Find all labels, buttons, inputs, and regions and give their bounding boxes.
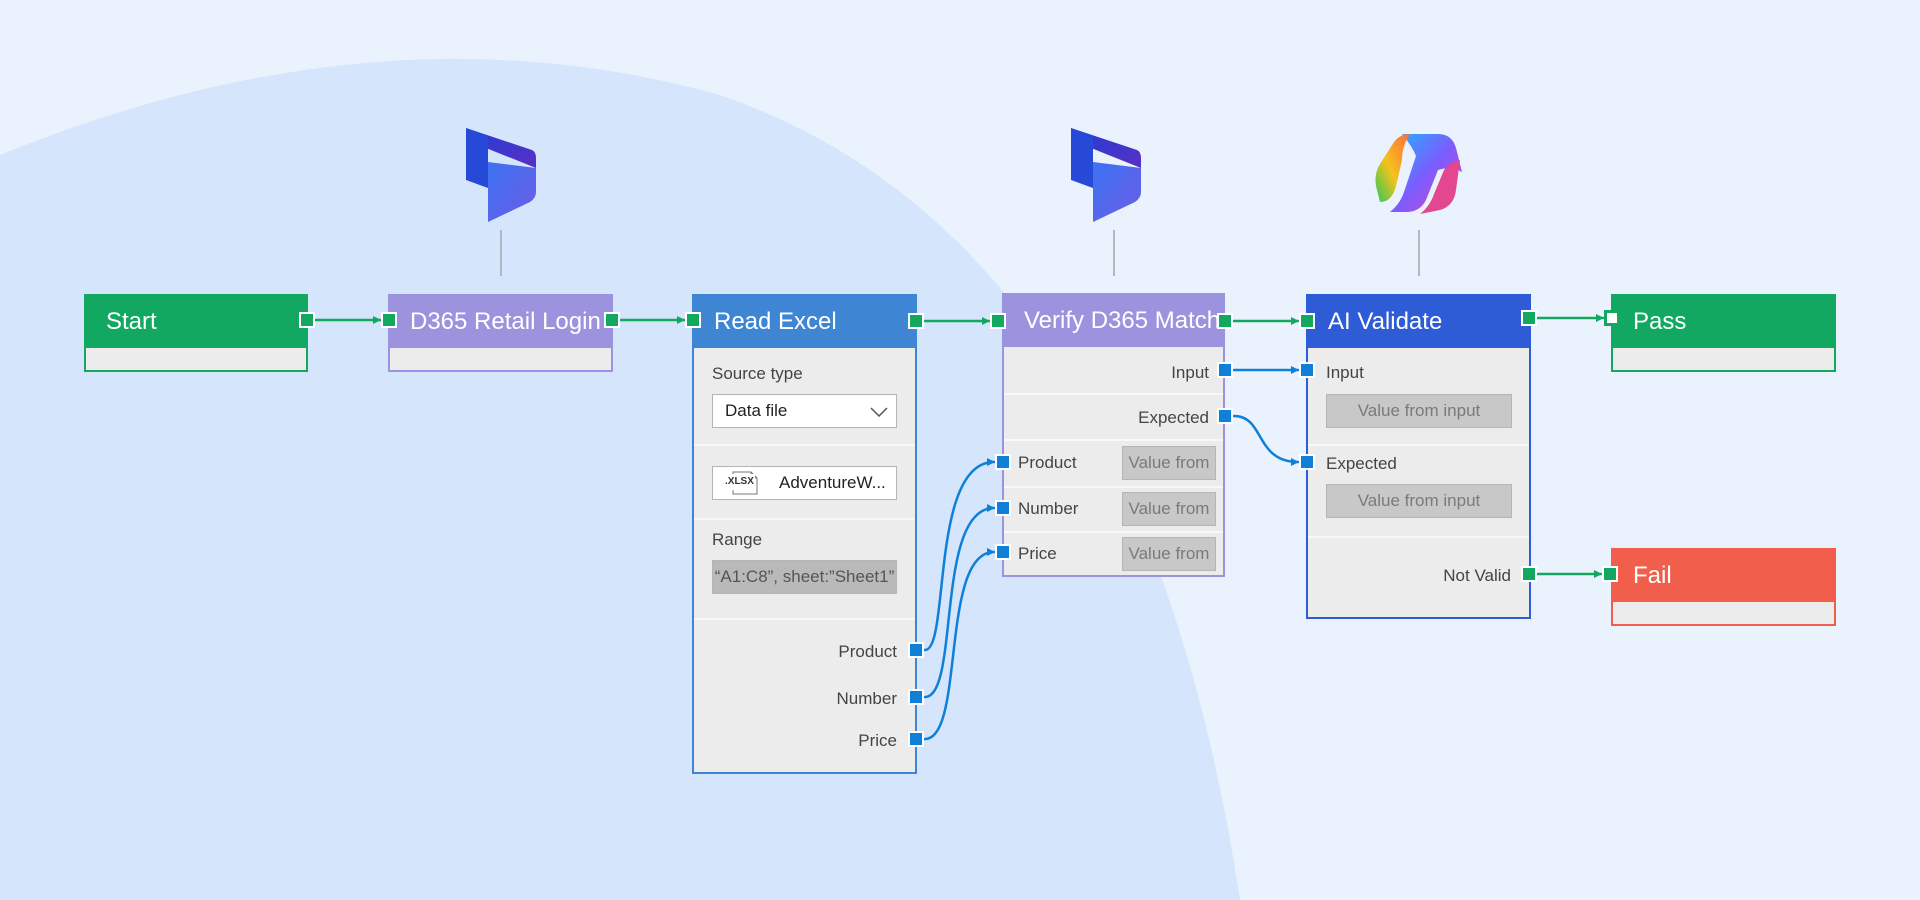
- pass-node-title: Pass: [1613, 296, 1834, 348]
- read-excel-title: Read Excel: [694, 296, 915, 348]
- verify-expected-out-port[interactable]: [1217, 408, 1233, 424]
- d365-login-node[interactable]: D365 Retail Login: [388, 294, 613, 372]
- verify-product-value[interactable]: Value from: [1122, 446, 1216, 480]
- dynamics-365-icon: [1071, 128, 1141, 222]
- ai-validate-title: AI Validate: [1308, 296, 1529, 348]
- fail-input-port[interactable]: [1602, 566, 1618, 582]
- verify-input-port[interactable]: [990, 313, 1006, 329]
- dynamics-365-icon: [466, 128, 536, 222]
- excel-output-product-label: Product: [838, 642, 897, 661]
- verify-stem: [1113, 230, 1115, 276]
- verify-output-port[interactable]: [1217, 313, 1233, 329]
- verify-input-product-label: Product: [1018, 453, 1077, 472]
- excel-input-port[interactable]: [685, 312, 701, 328]
- ai-input-port[interactable]: [1299, 313, 1315, 329]
- ai-input-label: Input: [1326, 363, 1364, 382]
- source-type-select[interactable]: Data file: [712, 394, 897, 428]
- pass-input-port[interactable]: [1604, 310, 1620, 326]
- source-type-value: Data file: [725, 401, 788, 420]
- ai-input-value[interactable]: Value from input: [1326, 394, 1512, 428]
- excel-price-port[interactable]: [908, 731, 924, 747]
- ai-expected-label: Expected: [1326, 454, 1397, 473]
- xlsx-file-icon: .XLSX: [723, 471, 759, 495]
- login-stem: [500, 230, 502, 276]
- verify-input-number-label: Number: [1018, 499, 1079, 518]
- login-node-title: D365 Retail Login: [390, 296, 611, 348]
- verify-input-out-port[interactable]: [1217, 362, 1233, 378]
- chevron-down-icon: [870, 407, 888, 417]
- ai-stem: [1418, 230, 1420, 276]
- verify-output-expected-label: Expected: [1138, 408, 1209, 427]
- ai-validate-node[interactable]: AI Validate Input Value from input Expec…: [1306, 294, 1531, 619]
- excel-number-port[interactable]: [908, 689, 924, 705]
- ai-not-valid-label: Not Valid: [1443, 566, 1511, 585]
- ai-not-valid-port[interactable]: [1521, 566, 1537, 582]
- source-type-label: Source type: [712, 364, 803, 383]
- start-node[interactable]: Start: [84, 294, 308, 372]
- ai-expected-value[interactable]: Value from input: [1326, 484, 1512, 518]
- excel-output-number-label: Number: [836, 689, 897, 708]
- range-label: Range: [712, 530, 763, 549]
- file-name: AdventureW...: [779, 473, 886, 492]
- verify-output-input-label: Input: [1171, 363, 1209, 382]
- fail-node[interactable]: Fail: [1611, 548, 1836, 626]
- verify-product-in-port[interactable]: [995, 454, 1011, 470]
- fail-node-title: Fail: [1613, 550, 1834, 602]
- verify-node-title: Verify D365 Match...: [1004, 295, 1223, 347]
- login-input-port[interactable]: [381, 312, 397, 328]
- start-output-port[interactable]: [299, 312, 315, 328]
- verify-price-in-port[interactable]: [995, 544, 1011, 560]
- ai-input-in-port[interactable]: [1299, 362, 1315, 378]
- excel-product-port[interactable]: [908, 642, 924, 658]
- ai-expected-in-port[interactable]: [1299, 454, 1315, 470]
- verify-number-value[interactable]: Value from: [1122, 492, 1216, 526]
- excel-output-price-label: Price: [858, 731, 897, 750]
- range-field[interactable]: “A1:C8”, sheet:”Sheet1”: [712, 560, 897, 594]
- verify-d365-node[interactable]: Verify D365 Match... Input Expected Prod…: [1002, 293, 1225, 577]
- ai-output-port[interactable]: [1521, 310, 1537, 326]
- verify-number-in-port[interactable]: [995, 500, 1011, 516]
- verify-input-price-label: Price: [1018, 544, 1057, 563]
- copilot-icon: [1375, 134, 1462, 214]
- file-badge: .XLSX: [724, 474, 755, 490]
- login-output-port[interactable]: [604, 312, 620, 328]
- pass-node[interactable]: Pass: [1611, 294, 1836, 372]
- excel-output-port[interactable]: [908, 313, 924, 329]
- file-picker[interactable]: .XLSX AdventureW...: [712, 466, 897, 500]
- verify-price-value[interactable]: Value from: [1122, 537, 1216, 571]
- start-node-title: Start: [86, 296, 306, 348]
- read-excel-node[interactable]: Read Excel Source type Data file .XLSX A…: [692, 294, 917, 774]
